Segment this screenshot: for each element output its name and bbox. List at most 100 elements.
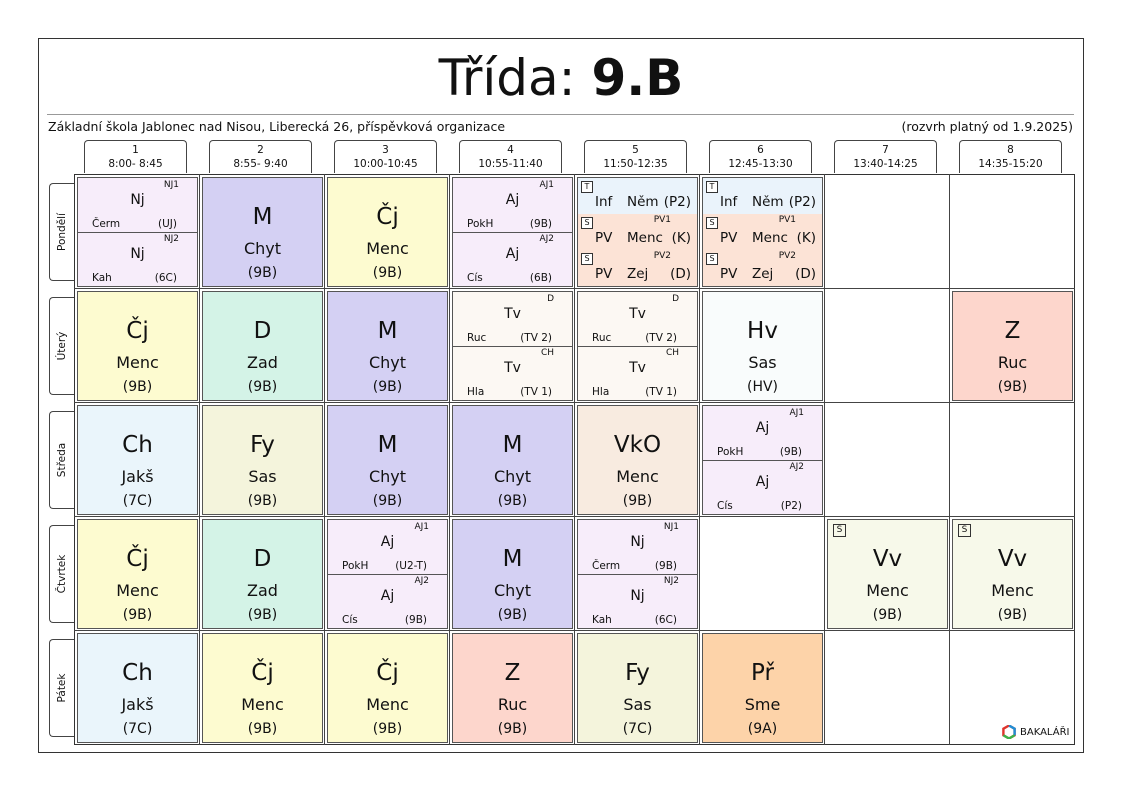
day-name: Středa [56, 442, 68, 478]
lesson-teacher: Něm [627, 194, 659, 210]
grid-hline [74, 402, 1075, 403]
lesson-teacher: Menc [752, 230, 788, 246]
hour-time: 8:55- 9:40 [233, 158, 288, 170]
grid-hline [74, 630, 1075, 631]
day-label: Úterý [49, 297, 74, 395]
lesson-room: (TV 2) [520, 332, 552, 344]
valid-from: (rozvrh platný od 1.9.2025) [901, 119, 1073, 134]
lesson-room: (D) [670, 266, 691, 282]
lesson-subject: PV [720, 266, 738, 282]
lesson-teacher: Ruc [997, 353, 1028, 372]
page-frame [38, 38, 1084, 753]
lesson-teacher: Hla [467, 386, 485, 398]
logo-text: BAKALÁŘI [1020, 726, 1070, 738]
lesson-teacher: Menc [366, 695, 409, 714]
group-label: NJ2 [163, 234, 179, 244]
lesson-subject: Aj [380, 534, 395, 550]
lesson-teacher: Čerm [592, 560, 621, 572]
grid-vline [199, 174, 200, 745]
title-divider [47, 114, 1074, 115]
lesson-subject: Vv [872, 546, 903, 572]
lesson-teacher: Sme [744, 695, 781, 714]
lesson-subject: VkO [613, 432, 662, 458]
lesson-room: (9B) [247, 721, 278, 737]
lesson-room: (9B) [997, 607, 1028, 623]
lesson-room: (9B) [404, 614, 427, 626]
lesson-subject: Čj [376, 204, 399, 230]
lesson-subject: Aj [755, 420, 770, 436]
day-label: Středa [49, 411, 74, 509]
grid-vline [574, 174, 575, 745]
lesson-room: (9B) [872, 607, 903, 623]
group-label: AJ1 [789, 408, 804, 418]
lesson-teacher: Kah [92, 272, 112, 284]
lesson-subject: Hv [747, 318, 778, 344]
lesson-tag: S [958, 524, 971, 537]
lesson-subject: Inf [595, 194, 613, 210]
lesson-teacher: Menc [116, 353, 159, 372]
bakalari-logo-icon [1002, 725, 1016, 739]
group-label: NJ2 [663, 576, 679, 586]
lesson-subject: M [252, 204, 273, 230]
lesson-teacher: Menc [991, 581, 1034, 600]
hour-number: 4 [507, 144, 514, 156]
lesson-teacher: Sas [623, 695, 652, 714]
lesson-tag: T [706, 181, 718, 193]
group-label: PV2 [653, 251, 671, 261]
lesson-room: (P2) [663, 194, 691, 210]
hour-time: 8:00- 8:45 [108, 158, 163, 170]
group-label: PV1 [653, 215, 671, 225]
hour-number: 5 [632, 144, 639, 156]
lesson-subject: Tv [504, 306, 521, 322]
lesson-room: (9B) [122, 379, 153, 395]
lesson-subject: PV [595, 266, 613, 282]
group-label: PV1 [778, 215, 796, 225]
lesson-room: (K) [671, 230, 691, 246]
lesson-teacher: Chyt [493, 581, 532, 600]
lesson-teacher: Chyt [243, 239, 282, 258]
lesson-room: (TV 1) [520, 386, 552, 398]
lesson-room: (9B) [622, 493, 653, 509]
lesson-teacher: Menc [866, 581, 909, 600]
lesson-room: (9B) [372, 721, 403, 737]
lesson-teacher: Zej [752, 266, 774, 282]
lesson-subject: Tv [504, 360, 521, 376]
lesson-teacher: Cís [717, 500, 733, 512]
day-label: Pátek [49, 639, 74, 737]
lesson-room: (D) [795, 266, 816, 282]
lesson-teacher: Cís [467, 272, 483, 284]
lesson-teacher: Kah [592, 614, 612, 626]
grid-vline [824, 174, 825, 745]
lesson-room: (U2-T) [395, 560, 427, 572]
lesson-room: (9B) [529, 218, 552, 230]
lesson-teacher: Hla [592, 386, 610, 398]
grid-vline [949, 174, 950, 745]
lesson-teacher: Zad [247, 353, 278, 372]
lesson-room: (9B) [372, 493, 403, 509]
day-name: Pátek [56, 673, 68, 703]
hour-number: 7 [882, 144, 889, 156]
hour-time: 12:45-13:30 [728, 158, 793, 170]
lesson-subject: Fy [625, 660, 650, 686]
lesson-tag: S [706, 253, 718, 265]
lesson-subject: Př [751, 660, 774, 686]
group-label: D [547, 294, 554, 304]
group-label: AJ2 [539, 234, 554, 244]
